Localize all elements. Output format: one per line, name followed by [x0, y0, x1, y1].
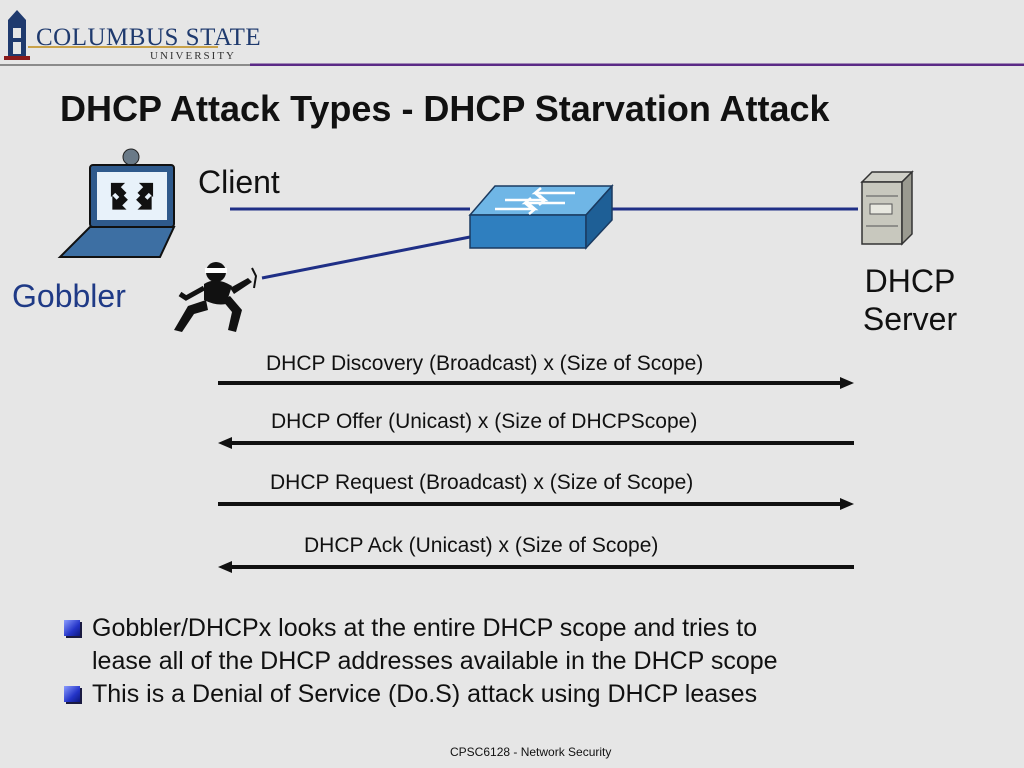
header-divider — [0, 63, 1024, 66]
bullet-text: This is a Denial of Service (Do.S) attac… — [92, 680, 758, 708]
gobbler-link — [261, 235, 471, 280]
bullet-list: Gobbler/DHCPx looks at the entire DHCP s… — [64, 612, 964, 711]
bullet-icon — [64, 620, 80, 636]
message-discovery: DHCP Discovery (Broadcast) x (Size of Sc… — [266, 352, 704, 375]
switch-icon — [468, 184, 614, 250]
arrow-discovery — [218, 377, 854, 389]
bullet-icon — [64, 686, 80, 702]
message-ack: DHCP Ack (Unicast) x (Size of Scope) — [304, 534, 659, 557]
laptop-icon — [57, 148, 176, 258]
server-label-line2: Server — [862, 301, 958, 337]
logo-subtitle: UNIVERSITY — [150, 50, 236, 62]
bullet-item: Gobbler/DHCPx looks at the entire DHCP s… — [64, 612, 964, 678]
server-label-line1: DHCP — [864, 263, 956, 299]
arrow-ack — [218, 561, 854, 573]
bullet-text-continued: lease all of the DHCP addresses availabl… — [92, 647, 778, 675]
university-logo: COLUMBUS STATE UNIVERSITY — [0, 6, 261, 64]
message-offer: DHCP Offer (Unicast) x (Size of DHCPScop… — [271, 410, 698, 433]
arrow-offer — [218, 437, 854, 449]
server-label: DHCP Server — [850, 262, 970, 338]
bullet-item: This is a Denial of Service (Do.S) attac… — [64, 678, 964, 711]
arrow-request — [218, 498, 854, 510]
bullet-text: Gobbler/DHCPx looks at the entire DHCP s… — [92, 614, 758, 642]
logo-rule — [28, 46, 218, 48]
client-label: Client — [198, 164, 280, 200]
tower-icon — [4, 10, 30, 60]
message-request: DHCP Request (Broadcast) x (Size of Scop… — [270, 471, 694, 494]
server-icon — [860, 170, 914, 246]
page-title: DHCP Attack Types - DHCP Starvation Atta… — [60, 88, 830, 129]
gobbler-label: Gobbler — [12, 278, 126, 314]
gobbler-icon — [174, 262, 258, 332]
footer-text: CPSC6128 - Network Security — [450, 745, 612, 759]
